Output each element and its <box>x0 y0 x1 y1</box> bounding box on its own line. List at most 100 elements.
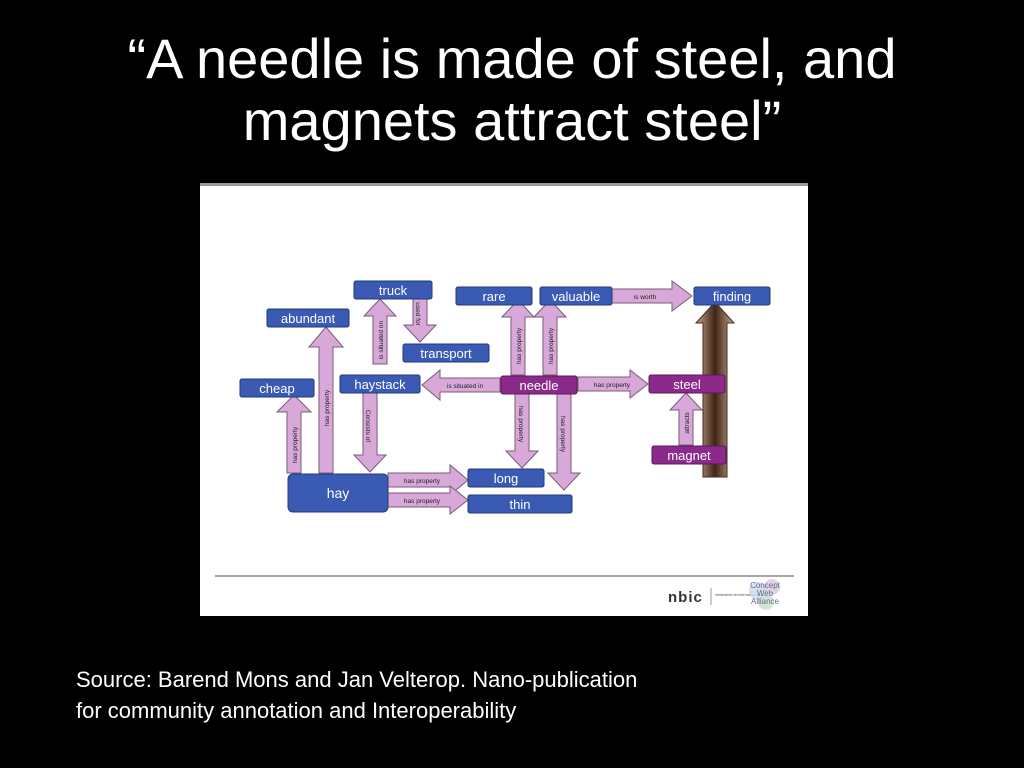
node-steel: steel <box>648 374 726 394</box>
concept-web-alliance-logo: Concept Web Alliance <box>749 579 781 610</box>
title-line-1: “A needle is made of steel, and <box>127 27 897 90</box>
edge-needle-rare: has property <box>500 299 536 376</box>
node-abundant: abundant <box>266 308 350 328</box>
node-thin: thin <box>467 494 573 514</box>
arrow-shape <box>421 368 501 402</box>
node-box <box>239 378 315 398</box>
edge-label: Consists of <box>364 410 371 442</box>
edge-label: attracts <box>684 412 691 434</box>
arrow-shape <box>504 392 540 469</box>
node-hay: hay <box>287 473 389 513</box>
node-box <box>287 473 389 513</box>
node-label: steel <box>673 377 701 392</box>
arrow-shape <box>402 298 438 343</box>
edge-haystack-truck: is situated on <box>362 298 398 365</box>
cwa-line-1: Concept <box>750 581 781 590</box>
source-line-1: Source: Barend Mons and Jan Velterop. Na… <box>76 667 638 692</box>
edge-label: has property <box>548 327 555 364</box>
arrow-shape <box>387 484 469 516</box>
edge-magnet-steel: attracts <box>668 392 704 446</box>
source-citation: Source: Barend Mons and Jan Velterop. Na… <box>76 664 776 726</box>
edge-label: is situated on <box>378 320 385 359</box>
node-long: long <box>467 468 545 488</box>
node-box <box>539 286 613 306</box>
node-needle: needle <box>500 375 578 395</box>
node-label: haystack <box>354 377 406 392</box>
edge-needle-valuable: has property <box>532 299 568 376</box>
cwa-line-3: Alliance <box>751 597 780 606</box>
node-finding: finding <box>693 286 771 306</box>
edge-label: has property <box>404 478 441 485</box>
arrow-shape <box>609 280 693 312</box>
node-label: magnet <box>667 448 711 463</box>
edge-hay-long: has property <box>387 463 469 497</box>
edge-truck-transport: used for <box>402 298 438 343</box>
cwa-line-2: Web <box>757 589 774 598</box>
node-valuable: valuable <box>539 286 613 306</box>
nbic-tagline: netherlands bioinformatics centre <box>715 593 765 597</box>
edge-needle-thin: has property <box>546 392 582 491</box>
node-box <box>648 374 726 394</box>
logo-circle <box>764 579 780 595</box>
node-label: abundant <box>281 311 336 326</box>
edge-valuable-finding: is worth <box>609 280 693 312</box>
slide-title: “A needle is made of steel, and magnets … <box>0 28 1024 152</box>
arrow-shape <box>387 463 469 497</box>
node-truck: truck <box>353 280 433 300</box>
node-label: finding <box>713 289 751 304</box>
node-box <box>455 286 533 306</box>
node-transport: transport <box>402 343 490 363</box>
edge-label: has property <box>559 416 566 453</box>
edge-label: used for <box>414 302 421 326</box>
node-label: hay <box>327 485 350 501</box>
edge-label: has property <box>292 426 299 463</box>
node-label: valuable <box>552 289 600 304</box>
edge-haystack-hay: Consists of <box>352 392 388 473</box>
node-box <box>266 308 350 328</box>
node-box <box>467 468 545 488</box>
node-magnet: magnet <box>651 445 727 465</box>
node-box <box>402 343 490 363</box>
node-label: rare <box>482 289 505 304</box>
arrow-shape <box>546 392 582 491</box>
edge-needle-steel: has property <box>577 368 649 400</box>
node-haystack: haystack <box>339 374 421 394</box>
node-label: cheap <box>259 381 294 396</box>
edge-hay-abundant: has property <box>307 326 345 474</box>
edge-label: is worth <box>634 294 657 301</box>
node-label: truck <box>379 283 408 298</box>
node-box <box>651 445 727 465</box>
node-rare: rare <box>455 286 533 306</box>
edge-label: has property <box>594 382 631 389</box>
edge-label: has property <box>324 389 331 426</box>
node-box <box>467 494 573 514</box>
node-box <box>339 374 421 394</box>
edge-label: is situated in <box>447 383 484 390</box>
nbic-logo: nbic netherlands bioinformatics centre <box>668 588 765 606</box>
title-line-2: magnets attract steel” <box>242 89 782 152</box>
diagram-figure: has property has property is situated on… <box>200 183 808 616</box>
edge-needle-haystack: is situated in <box>421 368 501 402</box>
source-line-2: for community annotation and Interoperab… <box>76 698 517 723</box>
edge-hay-thin: has property <box>387 484 469 516</box>
arrow-shape <box>500 299 536 376</box>
arrow-shape <box>668 392 704 446</box>
node-label: thin <box>510 497 531 512</box>
logo-circle <box>758 594 774 610</box>
node-label: long <box>494 471 519 486</box>
node-label: needle <box>519 378 558 393</box>
arrow-shape <box>307 326 345 474</box>
knowledge-graph-diagram: has property has property is situated on… <box>215 280 794 610</box>
node-box <box>500 375 578 395</box>
edge-needle-long: has property <box>504 392 540 469</box>
arrow-shape <box>352 392 388 473</box>
node-label: transport <box>420 346 472 361</box>
arrow-shape <box>577 368 649 400</box>
edge-label: has property <box>404 498 441 505</box>
edge-label: has property <box>517 406 524 443</box>
arrow-shape <box>362 298 398 365</box>
node-box <box>693 286 771 306</box>
edge-label: has property <box>516 327 523 364</box>
edge-hay-cheap: has property <box>275 394 313 474</box>
arrow-shape <box>532 299 568 376</box>
